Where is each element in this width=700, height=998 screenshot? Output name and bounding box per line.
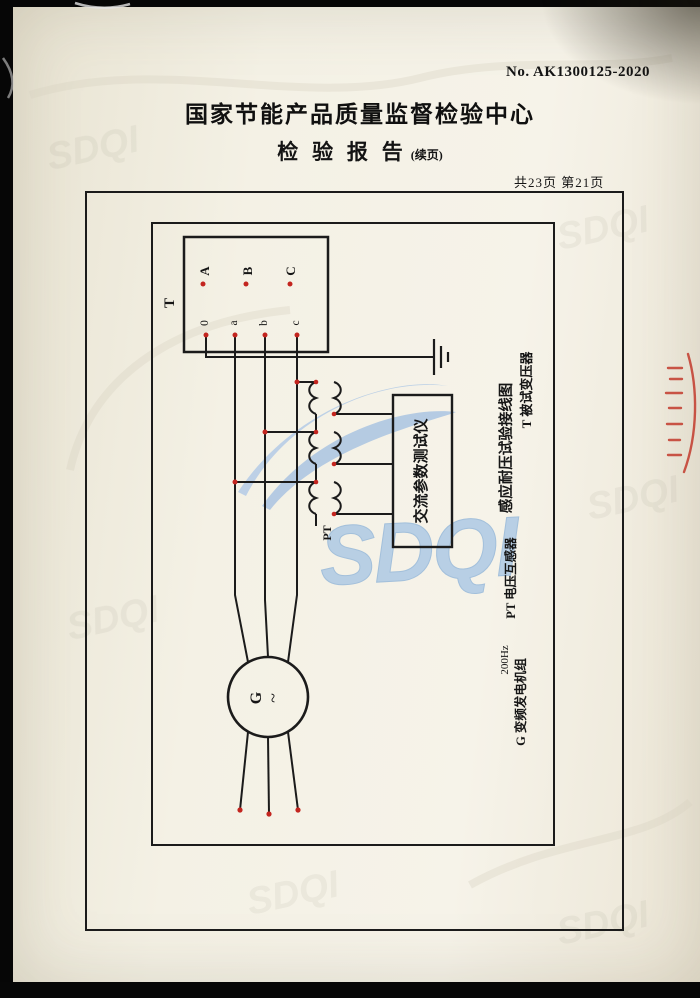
inner-diagram-frame	[151, 222, 555, 846]
report-title-row: 检 验 报 告(续页)	[140, 136, 580, 166]
outer-report-frame	[85, 191, 624, 931]
scan-corner-shadow	[540, 0, 700, 105]
report-title-note: (续页)	[410, 148, 443, 162]
scan-bottom-edge	[0, 982, 700, 998]
margin-squiggle	[1, 57, 14, 99]
center-name-title: 国家节能产品质量监督检验中心	[185, 101, 535, 127]
report-title: 检 验 报 告	[277, 141, 407, 164]
page-count-info: 共23页 第21页	[514, 175, 605, 190]
